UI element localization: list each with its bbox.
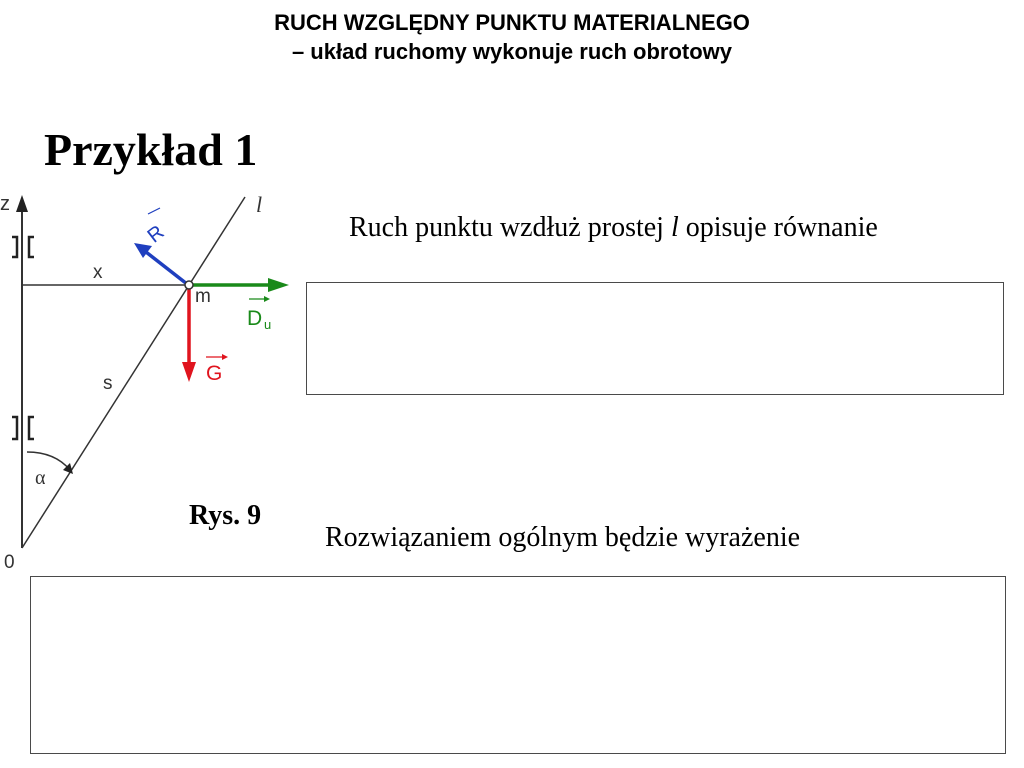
vector-D-label-arrow-tip (264, 296, 270, 302)
vector-G-label-arrow-tip (222, 354, 228, 360)
vector-R-arrowhead (134, 243, 152, 258)
header-line-2: – układ ruchomy wykonuje ruch obrotowy (291, 39, 733, 64)
statement-text: Ruch punktu wzdłuż prostej l opisuje rów… (349, 210, 878, 246)
vector-R-label-arrow (147, 207, 161, 215)
line-l-label: l (256, 192, 262, 217)
statement-before: Ruch punktu wzdłuż prostej (349, 212, 671, 243)
equation-box (306, 282, 1004, 395)
vector-D-label-subscript: u (264, 317, 271, 332)
alpha-label: α (35, 467, 46, 489)
x-label: x (93, 262, 103, 283)
motion-diagram: z l x s α 0 R D u G m (0, 192, 289, 573)
vector-R (144, 250, 189, 286)
example-title: Przykład 1 (44, 124, 258, 175)
z-axis-label: z (0, 193, 10, 215)
vector-R-label: R (144, 221, 169, 247)
statement-symbol: l (670, 212, 679, 243)
vector-G-label: G (206, 362, 222, 385)
bearing-lower (12, 415, 34, 441)
s-label: s (103, 373, 113, 394)
solution-text: Rozwiązaniem ogólnym będzie wyrażenie (325, 522, 801, 553)
vector-D-arrowhead (268, 278, 289, 292)
solution-box (30, 576, 1006, 754)
point-m (184, 280, 194, 290)
vector-G-arrowhead (182, 362, 196, 382)
line-l (21, 196, 246, 549)
alpha-arc-arrowhead (63, 463, 73, 474)
bearing-upper (12, 235, 34, 259)
point-m-label: m (195, 286, 211, 307)
z-axis-arrowhead (16, 195, 28, 212)
vector-D-label: D (247, 307, 262, 330)
header-line-1: RUCH WZGLĘDNY PUNKTU MATERIALNEGO (274, 10, 750, 35)
alpha-arc (26, 451, 71, 471)
statement-after: opisuje równanie (678, 212, 878, 243)
figure-caption: Rys. 9 (189, 500, 262, 531)
slide-header: RUCH WZGLĘDNY PUNKTU MATERIALNEGO – ukła… (0, 8, 1024, 66)
origin-label: 0 (4, 552, 15, 573)
